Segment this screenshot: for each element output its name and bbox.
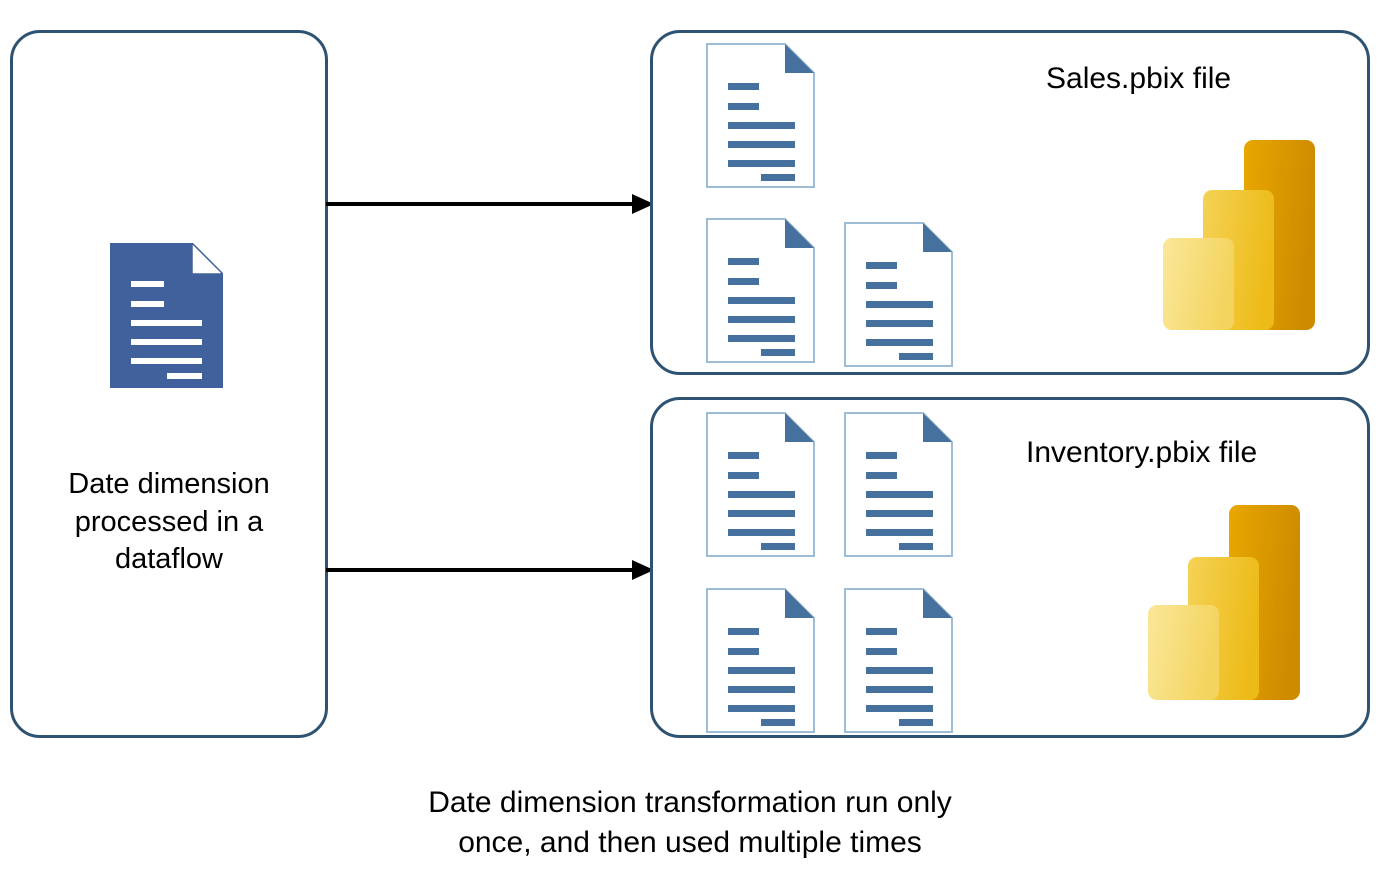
arrow-to-sales [326, 192, 654, 216]
document-icon [110, 241, 225, 388]
document-icon [844, 588, 953, 733]
footer-caption: Date dimension transformation run only o… [428, 786, 952, 859]
inventory-pbix-label: Inventory.pbix file [1026, 436, 1258, 469]
document-icon [706, 588, 815, 733]
arrow-to-inventory [326, 558, 654, 582]
power-bi-logo [1163, 140, 1315, 330]
power-bi-logo [1148, 505, 1300, 700]
document-icon [706, 412, 815, 557]
document-icon [844, 222, 953, 367]
document-icon [706, 43, 815, 188]
sales-pbix-label: Sales.pbix file [1046, 62, 1232, 95]
dataflow-source-caption: Date dimension processed in a dataflow [68, 468, 270, 576]
document-icon [706, 218, 815, 363]
document-icon [844, 412, 953, 557]
